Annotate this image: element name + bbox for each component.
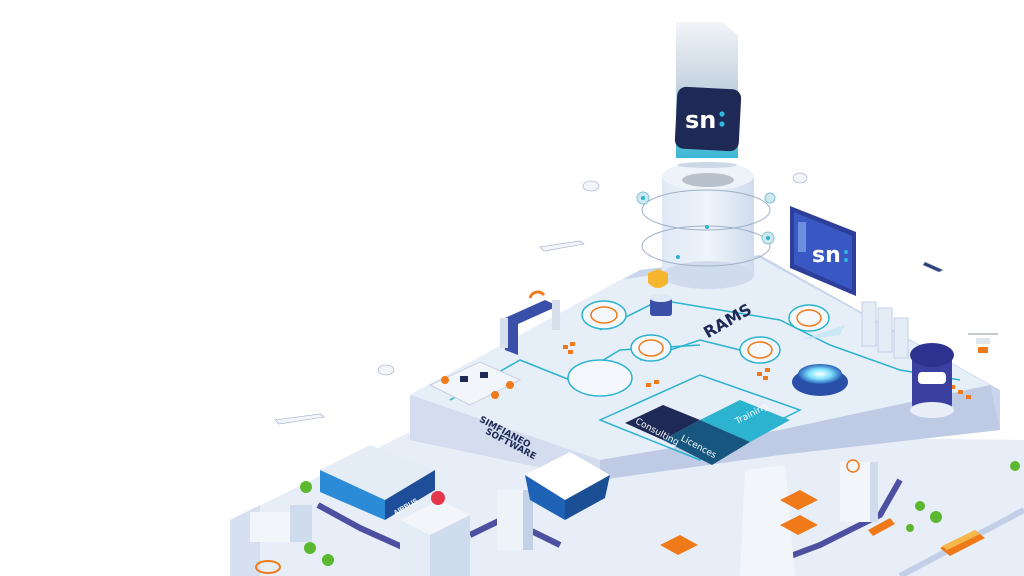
puzzle-licences [663, 420, 750, 465]
shield-icon [648, 269, 672, 316]
dashboard-screen: sn [790, 206, 856, 296]
puzzle-training [700, 400, 790, 442]
orange-markers [563, 342, 971, 399]
train [898, 507, 1024, 576]
sn-logo-badge: sn [674, 86, 742, 152]
service-rings [567, 300, 830, 397]
team-desk [428, 361, 522, 406]
screen-logo: sn [812, 243, 841, 268]
helipads [255, 459, 860, 574]
truck [860, 518, 895, 536]
data-cylinder [636, 162, 776, 289]
robot-tower [910, 343, 954, 418]
main-platform [410, 255, 1000, 480]
city-buildings [250, 452, 878, 576]
logo-text: sn [685, 106, 716, 134]
delivery-drone [968, 333, 998, 353]
server-racks [861, 301, 909, 359]
holo-pod [792, 325, 848, 396]
presentation-wall [500, 290, 560, 355]
airplanes [274, 172, 944, 425]
puzzle-consulting [625, 405, 700, 440]
trees [300, 461, 1020, 566]
